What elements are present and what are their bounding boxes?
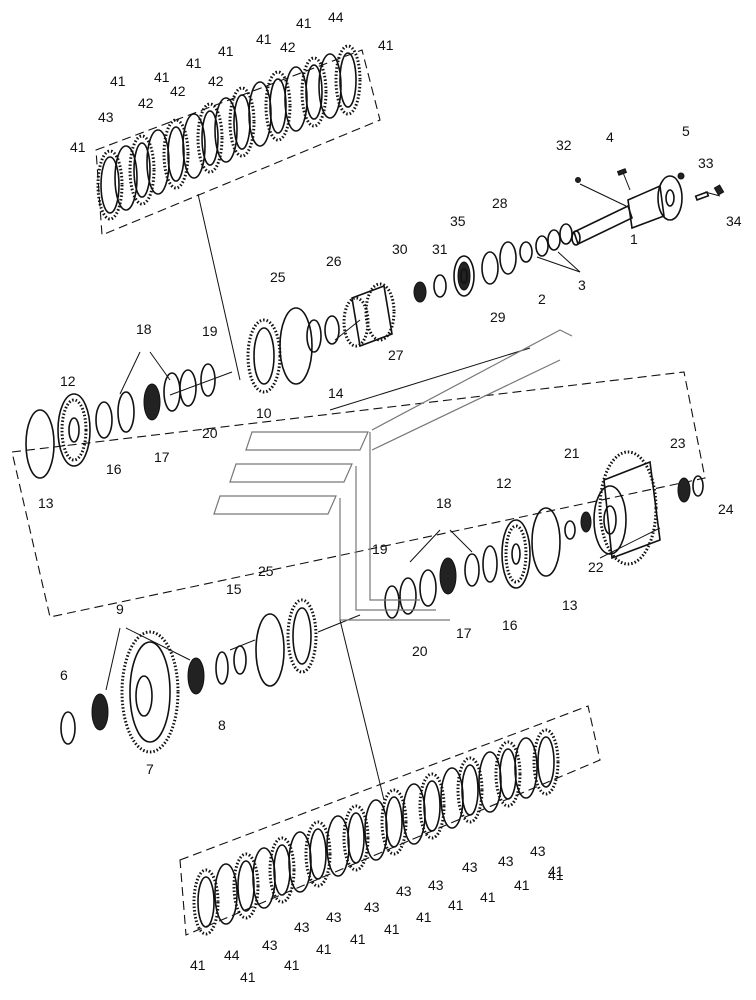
callout-label: 41 bbox=[350, 931, 366, 947]
callout-label: 41 bbox=[384, 921, 400, 937]
callout-label: 42 bbox=[208, 73, 224, 89]
callout-label: 32 bbox=[556, 137, 572, 153]
middle-clutch-assembly-frame bbox=[11, 371, 706, 618]
callout-label: 43 bbox=[396, 883, 412, 899]
callout-label: 41 bbox=[190, 957, 206, 973]
callout-label: 2 bbox=[538, 291, 546, 307]
callout-label: 12 bbox=[60, 373, 76, 389]
callout-label: 41 bbox=[110, 73, 126, 89]
callout-label: 41 bbox=[378, 37, 394, 53]
callout-label: 41 bbox=[154, 69, 170, 85]
callout-label: 44 bbox=[224, 947, 240, 963]
callout-label: 41 bbox=[296, 15, 312, 31]
callout-label: 42 bbox=[280, 39, 296, 55]
callout-label: 30 bbox=[392, 241, 408, 257]
callout-label: 22 bbox=[588, 559, 604, 575]
callout-label: 21 bbox=[564, 445, 580, 461]
callout-label: 43 bbox=[498, 853, 514, 869]
callout-label: 27 bbox=[388, 347, 404, 363]
callout-label: 43 bbox=[326, 909, 342, 925]
callout-label: 16 bbox=[502, 617, 518, 633]
callout-label: 43 bbox=[462, 859, 478, 875]
callout-label: 41 bbox=[70, 139, 86, 155]
callout-label: 35 bbox=[450, 213, 466, 229]
callout-label: 17 bbox=[154, 449, 170, 465]
callout-label: 42 bbox=[170, 83, 186, 99]
callout-label: 41 bbox=[480, 889, 496, 905]
callout-label: 25 bbox=[270, 269, 286, 285]
callout-label: 10 bbox=[256, 405, 272, 421]
callout-label: 16 bbox=[106, 461, 122, 477]
callout-label: 41 bbox=[548, 867, 564, 883]
top-disc-pack bbox=[96, 44, 362, 221]
callout-label: 41 bbox=[240, 969, 256, 985]
callout-label: 18 bbox=[136, 321, 152, 337]
callout-label: 9 bbox=[116, 601, 124, 617]
callout-label: 31 bbox=[432, 241, 448, 257]
callout-label: 41 bbox=[548, 863, 564, 879]
callout-label: 43 bbox=[428, 877, 444, 893]
callout-label: 41 bbox=[256, 31, 272, 47]
clutch-drum-assembly bbox=[60, 450, 704, 754]
callout-label: 41 bbox=[186, 55, 202, 71]
callout-label: 41 bbox=[514, 877, 530, 893]
callout-label: 7 bbox=[146, 761, 154, 777]
bottom-clutch-pack-frame bbox=[179, 705, 601, 936]
callout-label: 14 bbox=[328, 385, 344, 401]
callout-label: 25 bbox=[258, 563, 274, 579]
top-clutch-pack-frame bbox=[95, 49, 381, 236]
watermark-logo bbox=[213, 329, 573, 621]
callout-label: 19 bbox=[202, 323, 218, 339]
callout-label: 20 bbox=[202, 425, 218, 441]
callout-label: 20 bbox=[412, 643, 428, 659]
callout-label: 4 bbox=[606, 129, 614, 145]
leader-lines bbox=[105, 169, 721, 801]
callout-label: 15 bbox=[226, 581, 242, 597]
callout-label: 13 bbox=[38, 495, 54, 511]
callout-label: 43 bbox=[530, 843, 546, 859]
callout-label: 12 bbox=[496, 475, 512, 491]
callout-label: 6 bbox=[60, 667, 68, 683]
callout-label: 26 bbox=[326, 253, 342, 269]
callout-label: 44 bbox=[328, 9, 344, 25]
callout-label: 43 bbox=[262, 937, 278, 953]
callout-label: 41 bbox=[416, 909, 432, 925]
callout-label: 43 bbox=[364, 899, 380, 915]
callout-label: 3 bbox=[578, 277, 586, 293]
callout-label: 41 bbox=[448, 897, 464, 913]
bottom-disc-pack bbox=[192, 728, 560, 936]
callout-label: 33 bbox=[698, 155, 714, 171]
callout-label: 42 bbox=[138, 95, 154, 111]
callout-label: 43 bbox=[294, 919, 310, 935]
callout-labels: 41 43 41 42 41 42 41 41 42 41 42 41 44 4… bbox=[38, 9, 742, 985]
callout-label: 5 bbox=[682, 123, 690, 139]
callout-label: 34 bbox=[726, 213, 742, 229]
callout-label: 19 bbox=[372, 541, 388, 557]
callout-label: 8 bbox=[218, 717, 226, 733]
callout-label: 29 bbox=[490, 309, 506, 325]
callout-label: 13 bbox=[562, 597, 578, 613]
callout-label: 41 bbox=[316, 941, 332, 957]
callout-label: 23 bbox=[670, 435, 686, 451]
callout-label: 17 bbox=[456, 625, 472, 641]
callout-label: 41 bbox=[284, 957, 300, 973]
input-shaft-assembly bbox=[25, 168, 725, 479]
callout-label: 43 bbox=[98, 109, 114, 125]
callout-label: 1 bbox=[630, 231, 638, 247]
callout-label: 28 bbox=[492, 195, 508, 211]
callout-label: 18 bbox=[436, 495, 452, 511]
callout-label: 41 bbox=[218, 43, 234, 59]
shaft bbox=[573, 204, 633, 246]
callout-label: 24 bbox=[718, 501, 734, 517]
